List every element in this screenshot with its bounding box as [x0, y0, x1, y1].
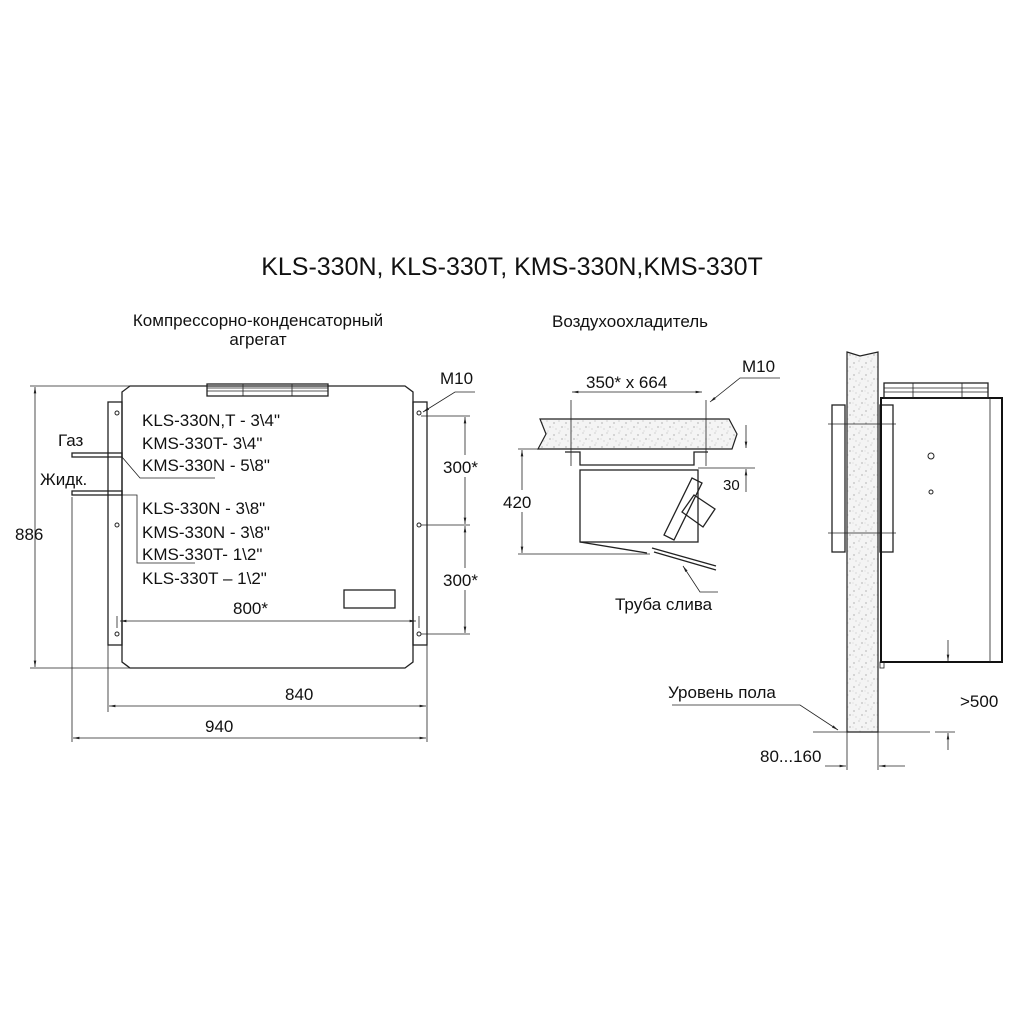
cooler-body	[579, 469, 699, 543]
dim-wall: 80...160	[760, 747, 821, 766]
bolt-label: M10	[742, 357, 775, 376]
port-icon	[927, 452, 935, 460]
drain-label: Труба слива	[615, 595, 713, 614]
dim-floor: >500	[960, 692, 998, 711]
unit-body	[121, 385, 414, 669]
gas-size: KMS-330T- 3\4"	[142, 434, 262, 453]
dim-gap: 30	[723, 477, 740, 494]
gas-size: KLS-330N,T - 3\4"	[142, 411, 280, 430]
liquid-size: KMS-330T- 1\2"	[142, 545, 262, 564]
liquid-size: KMS-330N - 3\8"	[142, 523, 270, 542]
gas-pipe	[71, 452, 123, 458]
dim-width-inner: 840	[285, 685, 313, 704]
cooler-bracket	[565, 451, 708, 466]
left-flange	[107, 401, 123, 646]
drawing-title: KLS-330N, KLS-330T, KMS-330N,KMS-330T	[261, 253, 763, 281]
dim-height: 886	[15, 525, 43, 544]
nameplate	[343, 589, 396, 609]
unit-grille	[206, 383, 329, 397]
condensing-unit-view: Компрессорно-конденсаторный агрегат Газ …	[15, 311, 490, 742]
floor-label: Уровень пола	[668, 683, 776, 702]
dim-mount-top: 300*	[443, 458, 478, 477]
condensing-unit-heading: Компрессорно-конденсаторный	[133, 311, 383, 330]
liquid-pipe	[71, 490, 123, 496]
port-icon	[928, 489, 934, 495]
wall-side-view: Уровень пола >500 80...160	[668, 351, 1003, 770]
air-cooler-heading: Воздухоохладитель	[552, 312, 708, 331]
drain-pipe	[653, 551, 717, 571]
ceiling-slab	[537, 418, 738, 450]
dim-mount: 350* x 664	[586, 373, 667, 392]
dim-mount-bottom: 300*	[443, 571, 478, 590]
liquid-size: KLS-330T – 1\2"	[142, 569, 267, 588]
dim-mount-width: 800*	[233, 599, 268, 618]
liquid-label: Жидк.	[40, 470, 87, 489]
dim-width-outer: 940	[205, 717, 233, 736]
mounting-holes	[114, 410, 422, 637]
wall-flange-left	[831, 404, 846, 553]
side-unit-grille	[883, 382, 989, 399]
liquid-size: KLS-330N - 3\8"	[142, 499, 265, 518]
gas-label: Газ	[58, 431, 84, 450]
pipe-size-list: KLS-330N,T - 3\4" KMS-330T- 3\4" KMS-330…	[142, 411, 280, 588]
wall-section	[846, 351, 879, 733]
right-flange	[412, 401, 428, 646]
condensing-unit-heading-2: агрегат	[229, 330, 286, 349]
dim-height: 420	[503, 493, 531, 512]
gas-size: KMS-330N - 5\8"	[142, 456, 270, 475]
bolt-label: M10	[440, 369, 473, 388]
cooler-motor	[681, 494, 716, 528]
side-unit-body	[880, 397, 1003, 663]
air-cooler-view: Воздухоохладитель 350* x 664 M10 420 30 …	[500, 312, 780, 614]
cooler-fan-panel	[663, 477, 703, 541]
